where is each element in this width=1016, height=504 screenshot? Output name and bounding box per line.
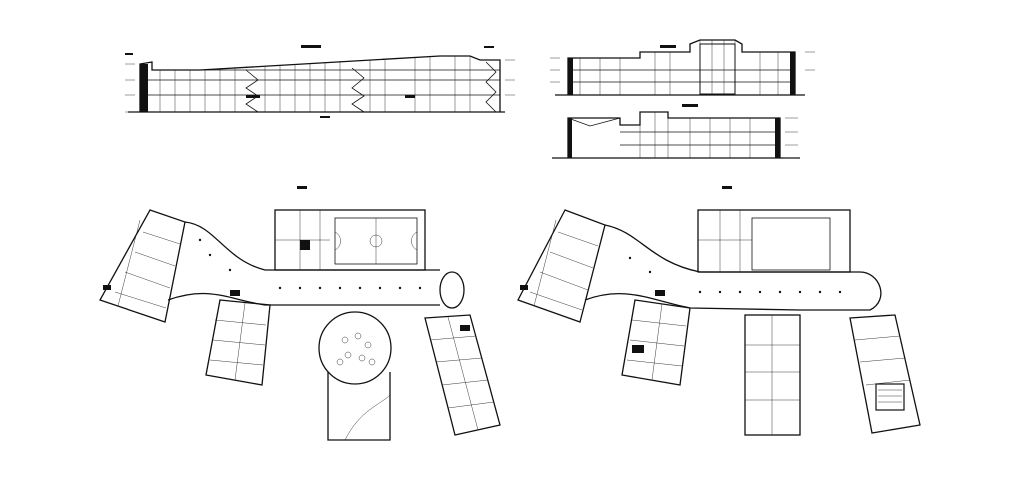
plan-ground-title-block: [297, 186, 307, 189]
plan-ground-floor-drawing: [99, 186, 501, 441]
plan-upper-title-block: [722, 186, 732, 189]
section-long-title-block: [301, 45, 321, 48]
elevation-upper-right-drawing: [550, 39, 815, 96]
section-long-drawing: [125, 45, 515, 118]
section-lower-title-block: [682, 104, 698, 107]
plan-upper-floor-drawing: [517, 186, 921, 436]
elevation-title-block: [660, 45, 676, 48]
section-lower-right-drawing: [552, 104, 800, 159]
